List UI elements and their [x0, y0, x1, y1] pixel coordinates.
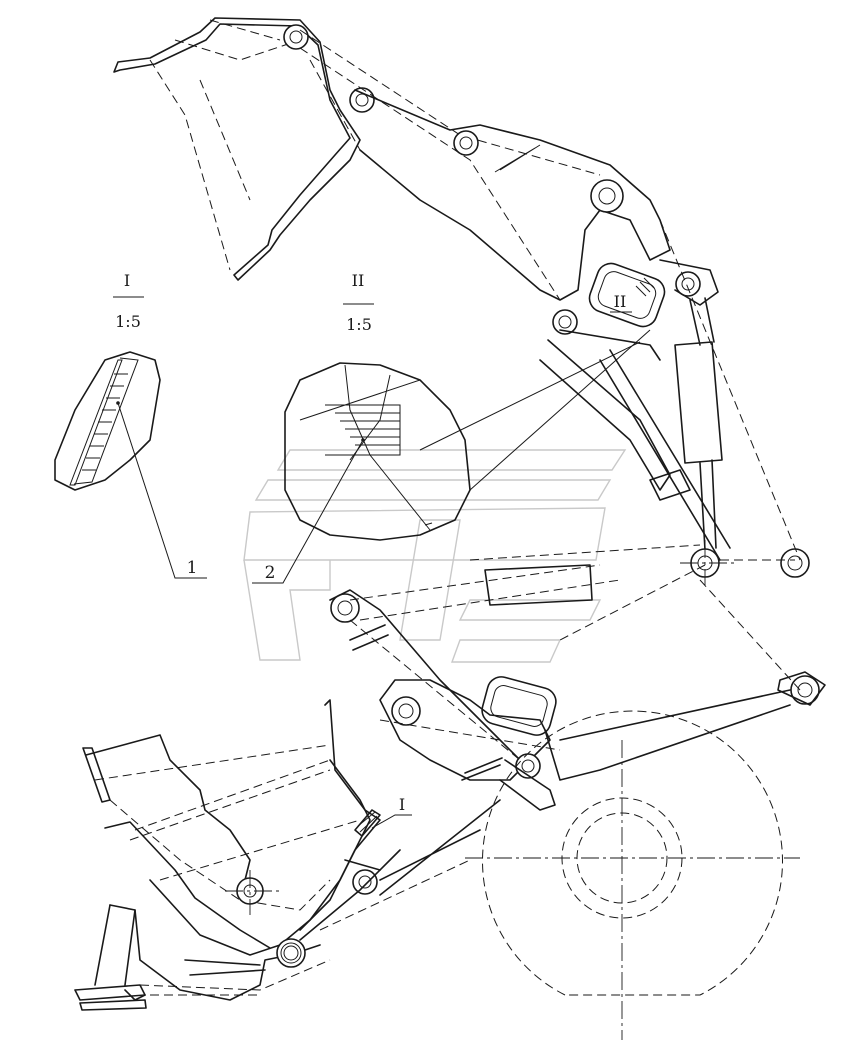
- callout-1: 1: [187, 558, 198, 578]
- front-wheel: [465, 710, 800, 1040]
- watermark-logo: [243, 449, 627, 663]
- section-mark-II: II: [614, 292, 627, 311]
- lower-frame: [349, 619, 561, 811]
- detail-I-view: 1 I 1:5: [54, 271, 207, 579]
- detail-leader-lines: [419, 329, 651, 491]
- detail-II-title: II: [352, 271, 365, 290]
- raised-bucket: [113, 17, 375, 281]
- lowered-bucket: [74, 699, 501, 1011]
- section-mark-I: I: [399, 795, 405, 814]
- detail-II-view: 2 II 1:5: [252, 271, 471, 584]
- raised-boom-arm: [299, 29, 719, 335]
- detail-II-scale: 1:5: [346, 315, 372, 334]
- callout-2: 2: [265, 563, 276, 583]
- lower-boom-linkage: [329, 219, 826, 781]
- section-marks: II I: [371, 292, 632, 829]
- detail-I-title: I: [124, 271, 130, 290]
- hydraulic-cylinders: [539, 297, 731, 561]
- detail-I-scale: 1:5: [115, 312, 141, 331]
